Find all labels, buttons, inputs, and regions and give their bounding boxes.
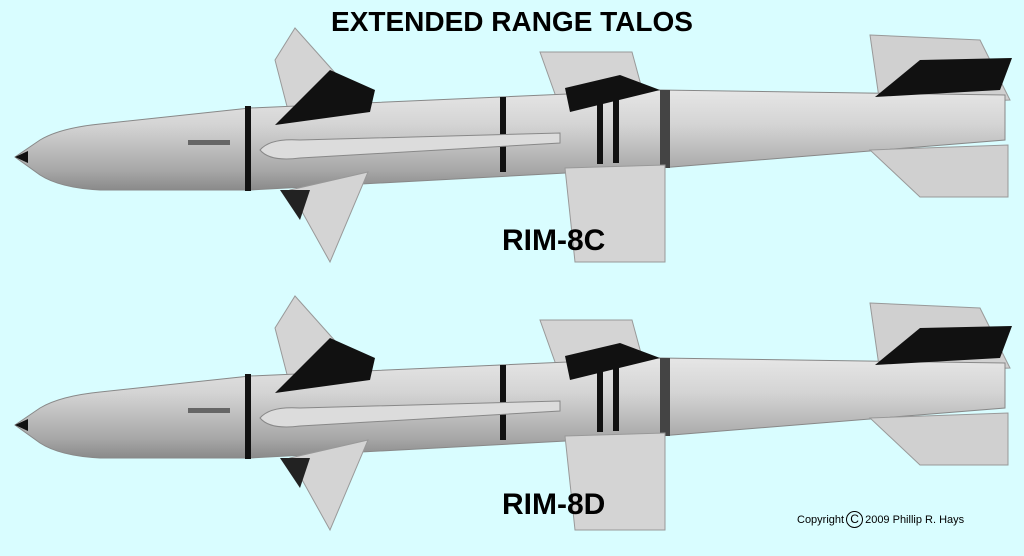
copyright-text: 2009 Phillip R. Hays xyxy=(865,513,965,526)
missile-label-rim-8d: RIM-8D xyxy=(502,488,606,521)
copyright-notice: Copyright C 2009 Phillip R. Hays xyxy=(797,511,964,528)
missile-label-rim-8c: RIM-8C xyxy=(502,224,606,257)
copyright-prefix: Copyright xyxy=(797,513,845,526)
page-title: EXTENDED RANGE TALOS xyxy=(331,6,693,37)
copyright-symbol-icon: C xyxy=(846,511,864,528)
